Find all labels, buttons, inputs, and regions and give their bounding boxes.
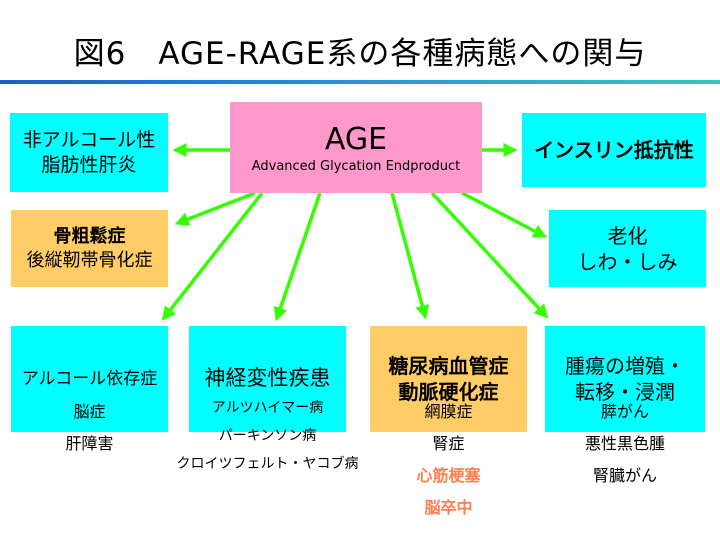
- alcohol-label: アルコール依存症: [21, 368, 158, 389]
- arrow-osteo: [174, 191, 256, 226]
- list-item: 肝障害: [65, 434, 114, 453]
- age-title: AGE: [324, 121, 388, 157]
- aging-line2: しわ・しみ: [577, 249, 678, 274]
- nafld-box: 非アルコール性 脂肪性肝炎: [10, 113, 168, 192]
- aging-box: 老化 しわ・しみ: [549, 210, 706, 287]
- osteo-line2: 後縦靭帯骨化症: [26, 249, 153, 271]
- arrow-aging: [461, 191, 548, 238]
- tumor-list: 膵がん 悪性黒色腫 腎臓がん: [545, 396, 705, 492]
- diabetes-line2: 動脈硬化症: [398, 380, 499, 404]
- neuro-label: 神経変性疾患: [204, 366, 331, 391]
- page-title: 図6 AGE-RAGE系の各種病態への関与: [73, 36, 647, 72]
- list-item: 網膜症: [424, 402, 473, 421]
- highlighted-item: 脳卒中: [424, 498, 473, 517]
- arrow-neuro: [273, 192, 322, 322]
- diabetes-line1: 糖尿病血管症: [388, 354, 509, 378]
- aging-line1: 老化: [607, 223, 648, 248]
- list-item: 腎臓がん: [592, 466, 657, 485]
- highlighted-item: 心筋梗塞: [416, 466, 481, 485]
- insulin-label: インスリン抵抗性: [534, 138, 694, 162]
- nafld-line1: 非アルコール性: [22, 128, 156, 151]
- alcohol-list: 脳症 肝障害: [11, 396, 168, 460]
- list-item: 腎症: [432, 434, 465, 453]
- tumor-line2: 転移・浸潤: [575, 380, 675, 404]
- list-item: パーキンソン病: [218, 428, 317, 444]
- list-item: アルツハイマー病: [211, 400, 324, 416]
- title-divider: [0, 80, 720, 84]
- tumor-box: 腫瘍の増殖・ 転移・浸潤: [545, 326, 705, 432]
- neuro-list: アルツハイマー病 パーキンソン病 クロイツフェルト・ヤコブ病: [160, 394, 375, 478]
- age-subtitle: Advanced Glycation Endproduct: [251, 158, 461, 174]
- tumor-line1: 腫瘍の増殖・: [565, 354, 685, 378]
- list-item: 膵がん: [600, 402, 649, 421]
- arrow-diabetes: [390, 192, 430, 320]
- nafld-line2: 脂肪性肝炎: [41, 153, 137, 176]
- age-box: AGE Advanced Glycation Endproduct: [230, 102, 482, 193]
- arrow-alcohol: [161, 191, 264, 321]
- alcohol-box: アルコール依存症: [11, 326, 168, 432]
- osteo-box: 骨粗鬆症 後縦靭帯骨化症: [11, 210, 168, 287]
- osteo-line1: 骨粗鬆症: [53, 226, 126, 248]
- diabetes-box: 糖尿病血管症 動脈硬化症: [370, 326, 527, 432]
- neuro-box: 神経変性疾患: [189, 326, 346, 432]
- arrow-tumor: [430, 191, 549, 319]
- list-item: 悪性黒色腫: [584, 434, 665, 453]
- insulin-box: インスリン抵抗性: [522, 113, 706, 187]
- list-item: 脳症: [73, 402, 106, 421]
- diabetes-list: 網膜症 腎症 心筋梗塞 脳卒中: [370, 396, 527, 524]
- list-item: クロイツフェルト・ヤコブ病: [176, 456, 359, 472]
